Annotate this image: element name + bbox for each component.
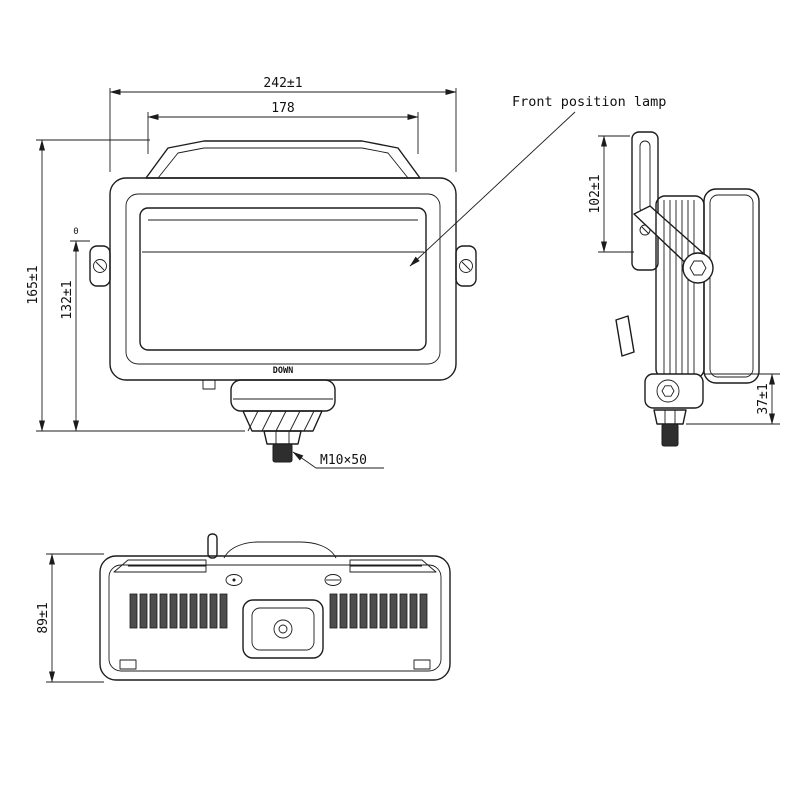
left-screw (93, 259, 107, 273)
vent-slats-left (129, 593, 228, 629)
foot-nut (653, 409, 687, 425)
rear-housing (703, 188, 760, 384)
mount-pedestal (242, 410, 323, 432)
lamp-body-top-outline (99, 555, 451, 681)
foot-thread-stud (661, 423, 679, 447)
bolt-nut (263, 430, 302, 445)
lamp-bezel (125, 193, 441, 365)
dimension-lens-width: 178 (147, 101, 419, 154)
dimension-overall-height: 165±1 (26, 139, 245, 432)
lens-width-value: 178 (271, 101, 294, 116)
right-screw-slot (461, 261, 471, 271)
corner-foot-left (119, 659, 137, 670)
body-height-tolerance-zero: 0 (73, 227, 78, 237)
mount-base-top-inner (251, 607, 315, 651)
pivot-hex-bolt (689, 260, 707, 276)
top-screw-left-dot (232, 578, 236, 582)
right-ear (455, 245, 477, 287)
pedestal-hatch (247, 410, 315, 432)
pivot-boss (682, 252, 714, 284)
bracket-arm-slot (639, 140, 651, 214)
top-screw-left (225, 574, 243, 586)
mount-bolt-inner (278, 624, 288, 634)
down-marking: DOWN (273, 366, 293, 376)
mount-base-top (242, 599, 324, 659)
front-view: DOWN (89, 140, 477, 463)
lamp-body-top-inner (108, 564, 442, 672)
adjust-lever (615, 315, 635, 357)
dimension-overall-width: 242±1 (109, 76, 457, 172)
dimension-mount-height: 37±1 (686, 373, 780, 425)
heatsink-ribs (663, 200, 695, 374)
bolt-spec-callout: M10×50 (292, 451, 384, 469)
mount-base (230, 379, 336, 412)
front-position-lamp-label: Front position lamp (512, 94, 666, 110)
mount-bolt-outer (273, 619, 293, 639)
dimension-depth: 89±1 (36, 553, 104, 683)
dimension-bracket-height: 102±1 (588, 135, 634, 253)
bottom-view (99, 533, 451, 681)
rear-housing-inner (709, 194, 754, 378)
lamp-top-cap-inner (157, 147, 409, 179)
left-fin-strip (113, 559, 207, 573)
arm-screw-slot (641, 226, 650, 235)
foot-hex-bolt (661, 385, 675, 397)
depth-value: 89±1 (36, 602, 51, 633)
top-stub (207, 533, 218, 559)
bolt-thread-stud (272, 443, 293, 463)
left-screw-slot (95, 261, 105, 271)
lamp-top-cap (145, 140, 421, 179)
dimension-body-height: 0 132±1 (60, 227, 90, 432)
corner-foot-right (413, 659, 431, 670)
vent-slats-right (329, 593, 428, 629)
front-position-lamp-callout: Front position lamp (409, 94, 666, 267)
bolt-spec-label: M10×50 (320, 453, 367, 468)
body-height-value: 132±1 (60, 280, 75, 319)
mount-height-value: 37±1 (756, 383, 771, 414)
right-screw (459, 259, 473, 273)
overall-height-value: 165±1 (26, 265, 41, 304)
overall-width-value: 242±1 (263, 76, 302, 91)
foot-pivot (656, 379, 680, 403)
lamp-lens (139, 207, 427, 351)
top-dome (223, 541, 337, 559)
bracket-arm (631, 131, 659, 271)
side-view (615, 131, 760, 447)
top-screw-right (324, 574, 342, 586)
bottom-tab (202, 379, 216, 390)
right-fin-strip (349, 559, 437, 573)
left-ear (89, 245, 111, 287)
bracket-height-value: 102±1 (588, 174, 603, 213)
